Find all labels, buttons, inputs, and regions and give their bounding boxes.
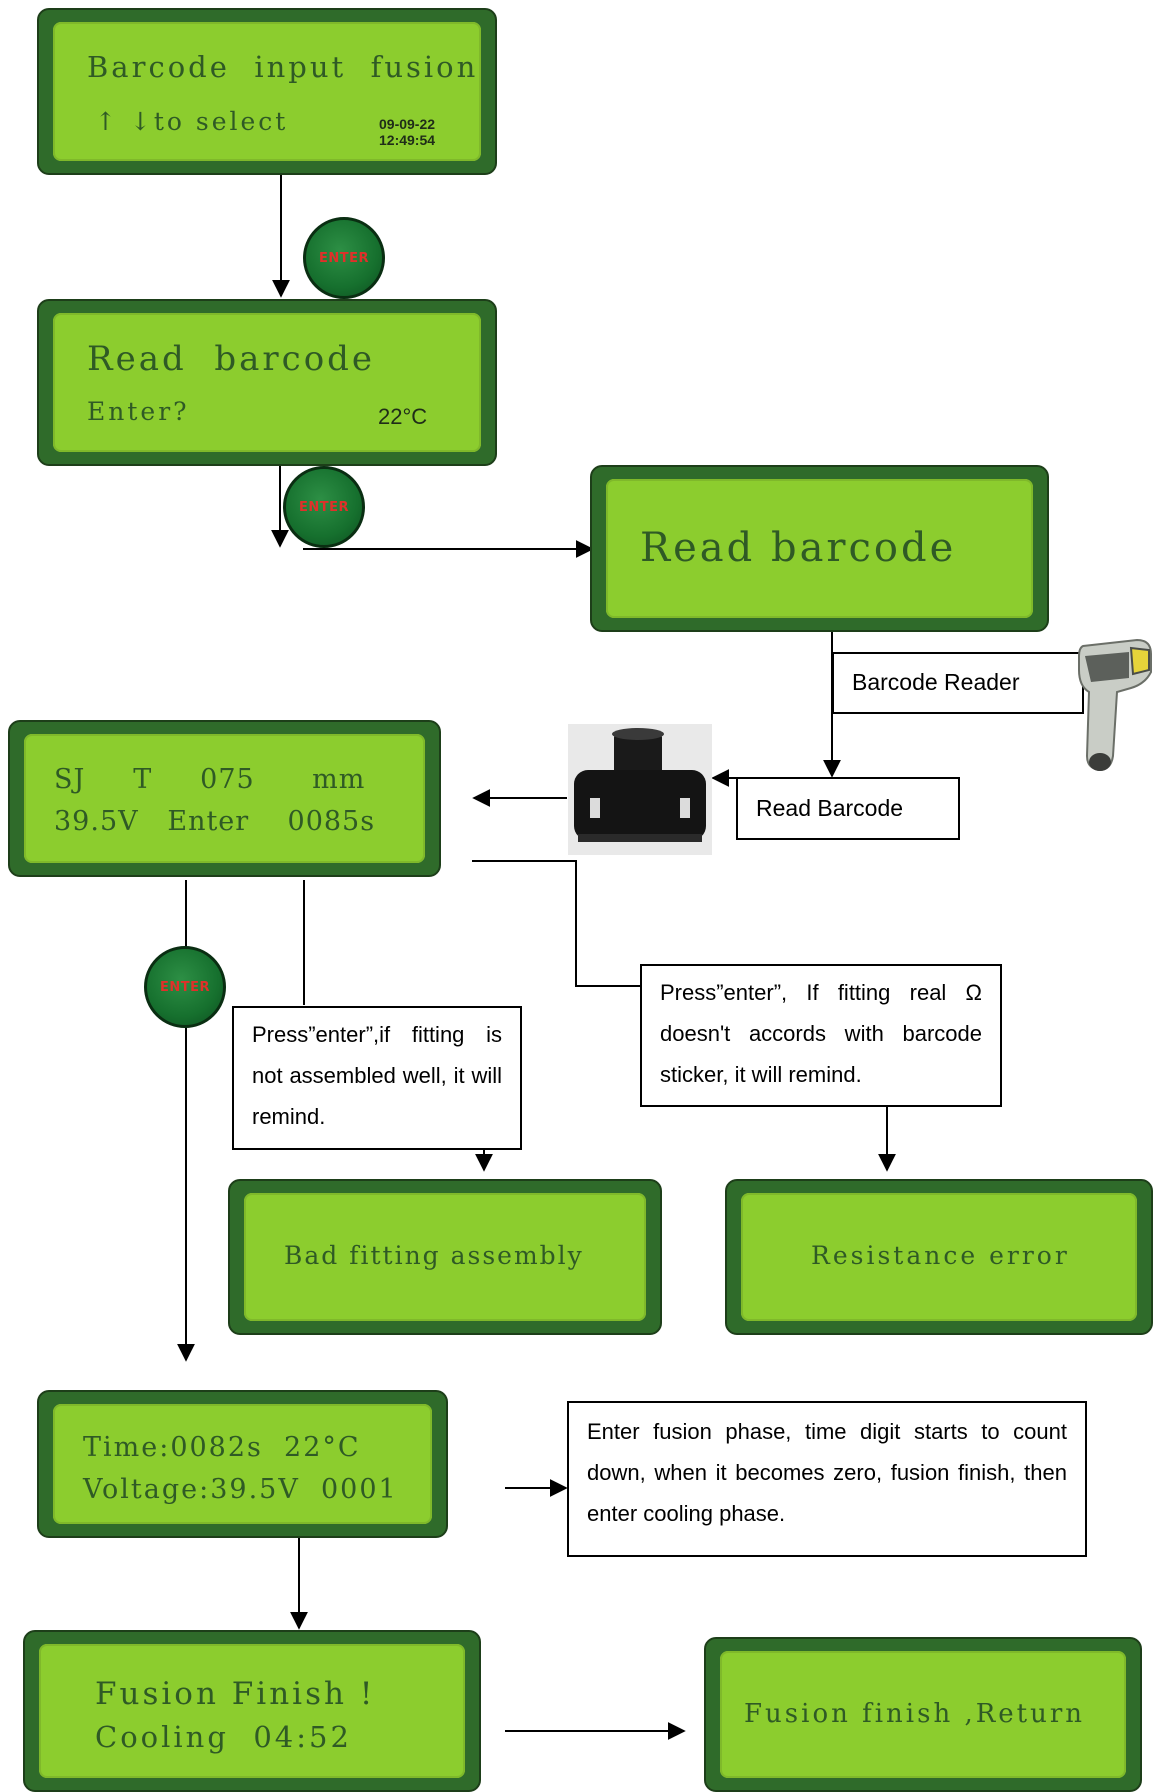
lcd-line-1: Read barcode — [640, 525, 957, 571]
lcd-fusion-finish-cooling: Fusion Finish ! Cooling 04:52 — [23, 1630, 481, 1792]
lcd-screen — [606, 479, 1033, 618]
lcd-line-1: Barcode input fusion — [87, 50, 479, 84]
lcd-date: 09-09-22 — [379, 116, 436, 132]
enter-button-3[interactable]: ENTER — [144, 946, 226, 1028]
lcd-screen — [53, 1404, 432, 1524]
note-resistance-text: Press”enter”, If fitting real Ω doesn't … — [660, 980, 982, 1087]
lcd-line-2: 39.5V Enter 0085s — [54, 806, 376, 837]
fitting-photo — [568, 724, 712, 855]
barcode-reader-label: Barcode Reader — [832, 652, 1084, 714]
lcd-read-barcode: Read barcode — [590, 465, 1049, 632]
lcd-fusion-time-voltage: Time:0082s 22°C Voltage:39.5V 0001 — [37, 1390, 448, 1538]
line-s4-to-resistance-note — [472, 860, 640, 987]
barcode-scanner-image — [1078, 638, 1152, 772]
enter-button-label: ENTER — [159, 979, 211, 995]
lcd-screen — [53, 22, 481, 161]
lcd-line-2: ↑ ↓to select — [95, 107, 289, 136]
lcd-line-1: SJ T 075 mm — [54, 764, 366, 795]
note-resistance: Press”enter”, If fitting real Ω doesn't … — [640, 964, 1002, 1107]
lcd-screen — [39, 1644, 465, 1778]
lcd-screen — [24, 734, 425, 863]
note-fusion-phase: Enter fusion phase, time digit starts to… — [567, 1401, 1087, 1557]
lcd-line-2: Enter? — [87, 397, 190, 426]
lcd-line-1: Bad fitting assembly — [284, 1241, 584, 1270]
enter-button-1[interactable]: ENTER — [303, 217, 385, 299]
lcd-screen — [741, 1193, 1137, 1321]
note-bad-assembly: Press”enter”,if fitting is not assembled… — [232, 1006, 522, 1150]
lcd-barcode-input-fusion: Barcode input fusion ↑ ↓to select 09-09-… — [37, 8, 497, 175]
lcd-screen — [244, 1193, 646, 1321]
lcd-screen — [53, 313, 481, 452]
read-barcode-label: Read Barcode — [736, 777, 960, 840]
lcd-line-1: Fusion Finish ! — [95, 1676, 376, 1712]
note-fusion-phase-text: Enter fusion phase, time digit starts to… — [587, 1419, 1067, 1526]
lcd-line-1: Read barcode — [87, 339, 376, 379]
lcd-time: 12:49:54 — [379, 132, 436, 148]
barcode-reader-text: Barcode Reader — [852, 669, 1020, 695]
lcd-line-1: Fusion finish ,Return — [744, 1699, 1086, 1729]
lcd-line-2: Cooling 04:52 — [95, 1720, 352, 1754]
lcd-line-1: Resistance error — [811, 1241, 1070, 1270]
lcd-temperature: 22°C — [378, 404, 428, 429]
lcd-fitting-info: SJ T 075 mm 39.5V Enter 0085s — [8, 720, 441, 877]
lcd-bad-fitting-assembly: Bad fitting assembly — [228, 1179, 662, 1335]
tee-fitting-image — [568, 724, 712, 855]
enter-button-2[interactable]: ENTER — [283, 466, 365, 548]
lcd-line-2: Voltage:39.5V 0001 — [83, 1474, 398, 1505]
read-barcode-text: Read Barcode — [756, 795, 904, 821]
enter-button-label: ENTER — [318, 250, 370, 266]
lcd-line-1: Time:0082s 22°C — [83, 1432, 361, 1463]
lcd-screen — [720, 1651, 1126, 1778]
enter-button-label: ENTER — [298, 499, 350, 515]
lcd-read-barcode-enter: Read barcode Enter? 22°C — [37, 299, 497, 466]
lcd-resistance-error: Resistance error — [725, 1179, 1153, 1335]
note-bad-assembly-text: Press”enter”,if fitting is not assembled… — [252, 1022, 502, 1129]
lcd-fusion-finish-return: Fusion finish ,Return — [704, 1637, 1142, 1792]
